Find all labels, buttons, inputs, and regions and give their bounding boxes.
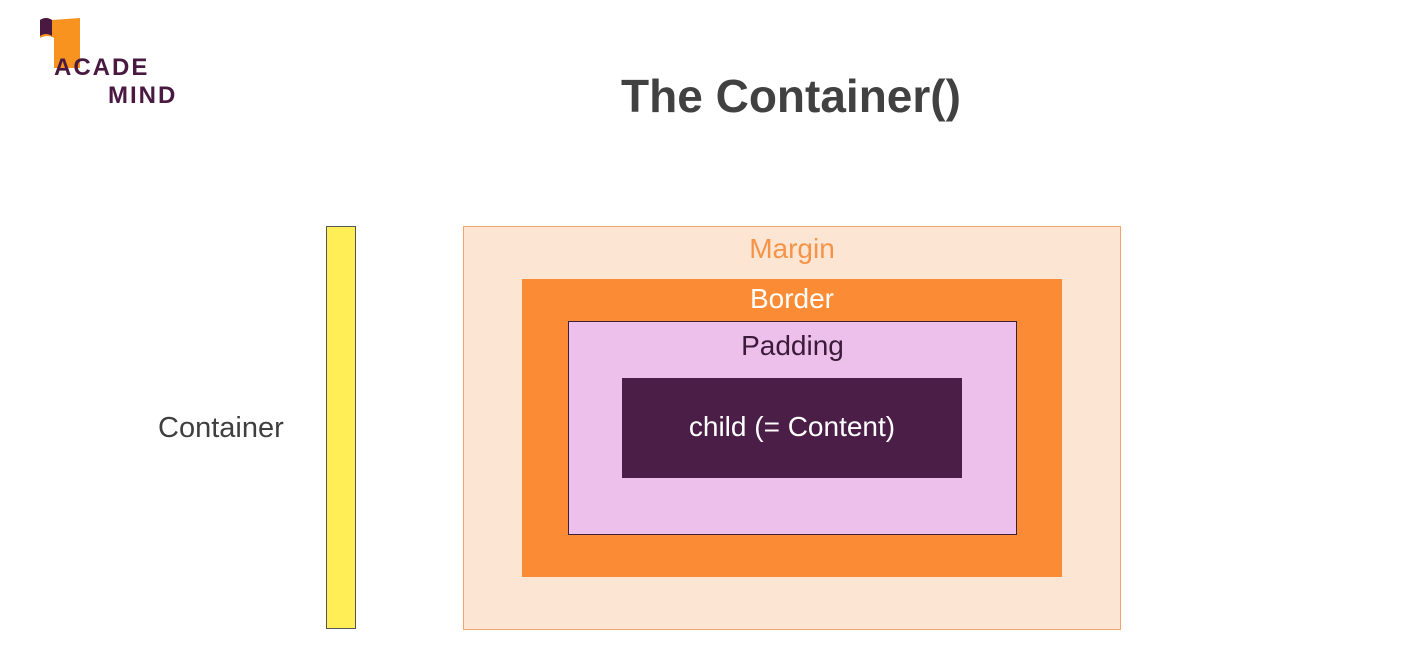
container-label: Container — [158, 412, 284, 444]
border-label: Border — [749, 283, 835, 314]
logo-text-line2: MIND — [108, 82, 178, 109]
padding-label: Padding — [741, 330, 844, 361]
content-label: child (= Content) — [688, 411, 896, 442]
content-box: child (= Content) — [622, 378, 962, 478]
academind-logo: ACADE MIND — [36, 16, 196, 111]
slide-title: The Container() — [621, 70, 961, 122]
container-bar — [326, 226, 356, 629]
logo-text-line1: ACADE — [54, 54, 150, 81]
margin-label: Margin — [749, 233, 835, 264]
logo-flag-icon — [40, 18, 80, 68]
